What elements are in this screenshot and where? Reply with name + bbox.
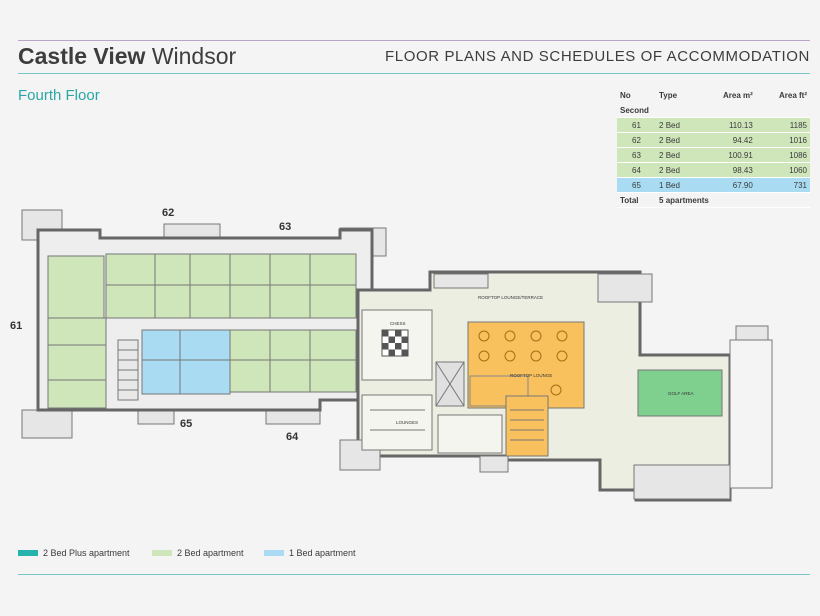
cell-no: 61 [617, 117, 657, 133]
cell-no: 65 [617, 177, 657, 193]
apartment-64 [229, 329, 357, 393]
lounges-label: LOUNGES [396, 420, 418, 425]
schedule-total-row: Total 5 apartments [617, 192, 810, 208]
chess-label: CHESS [390, 321, 406, 326]
cell-type: 2 Bed [656, 147, 699, 163]
header-rule [18, 73, 810, 74]
apartment-65 [141, 329, 231, 395]
cell-m2: 94.42 [698, 132, 756, 148]
lounge-label: ROOFTOP LOUNGE [510, 373, 552, 378]
legend-item: 2 Bed apartment [152, 548, 244, 558]
rooftop-lounge-stair [505, 395, 549, 457]
apartment-61-upper [47, 255, 105, 319]
brand-title: Castle View Windsor [18, 43, 236, 70]
col-area-ft2: Area ft² [778, 91, 807, 100]
balcony [163, 223, 221, 239]
footer-rule [18, 574, 810, 575]
apartment-62 [105, 253, 231, 319]
apartment-label-64: 64 [286, 431, 299, 443]
table-row: 63 2 Bed 100.91 1086 [617, 147, 810, 163]
apartment-label-63: 63 [279, 221, 292, 233]
cell-m2: 98.43 [698, 162, 756, 178]
schedule-header-row: No Type Area m² Area ft² [617, 88, 810, 103]
balcony [21, 409, 73, 439]
cell-ft2: 731 [755, 177, 810, 193]
cell-no: 62 [617, 132, 657, 148]
golf-area [637, 369, 723, 417]
legend-label: 2 Bed Plus apartment [43, 548, 130, 558]
balcony [265, 409, 321, 425]
cell-m2: 100.91 [698, 147, 756, 163]
chess-board [381, 329, 409, 357]
cell-ft2: 1185 [755, 117, 810, 133]
cell-type: 2 Bed [656, 162, 699, 178]
cell-m2: 110.13 [698, 117, 756, 133]
legend-swatch [18, 550, 38, 556]
table-row: 62 2 Bed 94.42 1016 [617, 132, 810, 148]
col-no: No [620, 91, 631, 100]
cell-type: 2 Bed [656, 132, 699, 148]
apartment-label-65: 65 [180, 418, 193, 430]
legend-label: 1 Bed apartment [289, 548, 356, 558]
cell-ft2: 1016 [755, 132, 810, 148]
golf-label: GOLF AREA [668, 391, 694, 396]
cell-ft2: 1060 [755, 162, 810, 178]
apartment-63 [229, 253, 357, 319]
legend-swatch [264, 550, 284, 556]
brand-light: Windsor [151, 43, 237, 69]
page-heading: FLOOR PLANS AND SCHEDULES OF ACCOMMODATI… [385, 48, 810, 65]
schedule-section-row: Second [617, 103, 810, 118]
legend-label: 2 Bed apartment [177, 548, 244, 558]
floor-title: Fourth Floor [18, 87, 100, 104]
brand-bold: Castle View [18, 43, 146, 69]
schedule-table: No Type Area m² Area ft² Second 61 2 Bed… [617, 88, 810, 208]
top-rule [18, 40, 810, 41]
balcony [137, 409, 175, 425]
apartment-label-62: 62 [162, 207, 175, 219]
cell-type: 2 Bed [656, 117, 699, 133]
table-row: 61 2 Bed 110.13 1185 [617, 117, 810, 133]
cell-no: 63 [617, 147, 657, 163]
legend-item: 2 Bed Plus apartment [18, 548, 130, 558]
col-type: Type [659, 91, 678, 100]
apartment-label-61: 61 [10, 320, 23, 332]
col-area-m2: Area m² [723, 91, 753, 100]
total-value: 5 apartments [656, 192, 810, 208]
table-row: 64 2 Bed 98.43 1060 [617, 162, 810, 178]
legend-swatch [152, 550, 172, 556]
legend-item: 1 Bed apartment [264, 548, 356, 558]
apartment-61-lower [47, 317, 107, 409]
terrace-label: ROOFTOP LOUNGE/TERRACE [478, 295, 543, 300]
section-label: Second [617, 103, 810, 118]
cell-ft2: 1086 [755, 147, 810, 163]
total-label: Total [617, 192, 657, 208]
cell-no: 64 [617, 162, 657, 178]
